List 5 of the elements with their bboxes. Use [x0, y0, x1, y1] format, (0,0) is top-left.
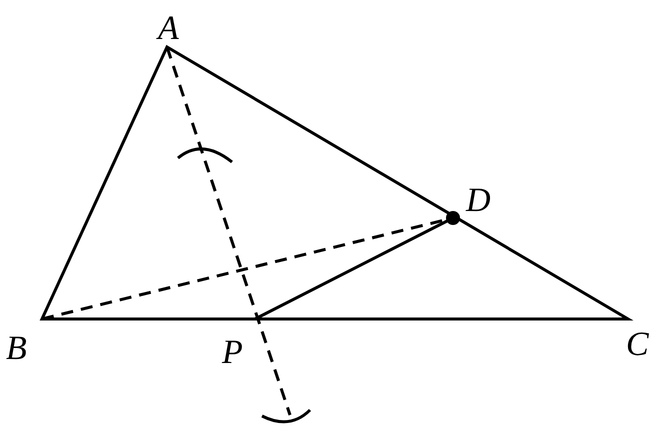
point-label: A — [158, 12, 179, 46]
point-label: P — [222, 336, 243, 370]
point-label: C — [626, 328, 649, 362]
point-label: B — [6, 332, 27, 366]
point-label: D — [466, 184, 491, 218]
